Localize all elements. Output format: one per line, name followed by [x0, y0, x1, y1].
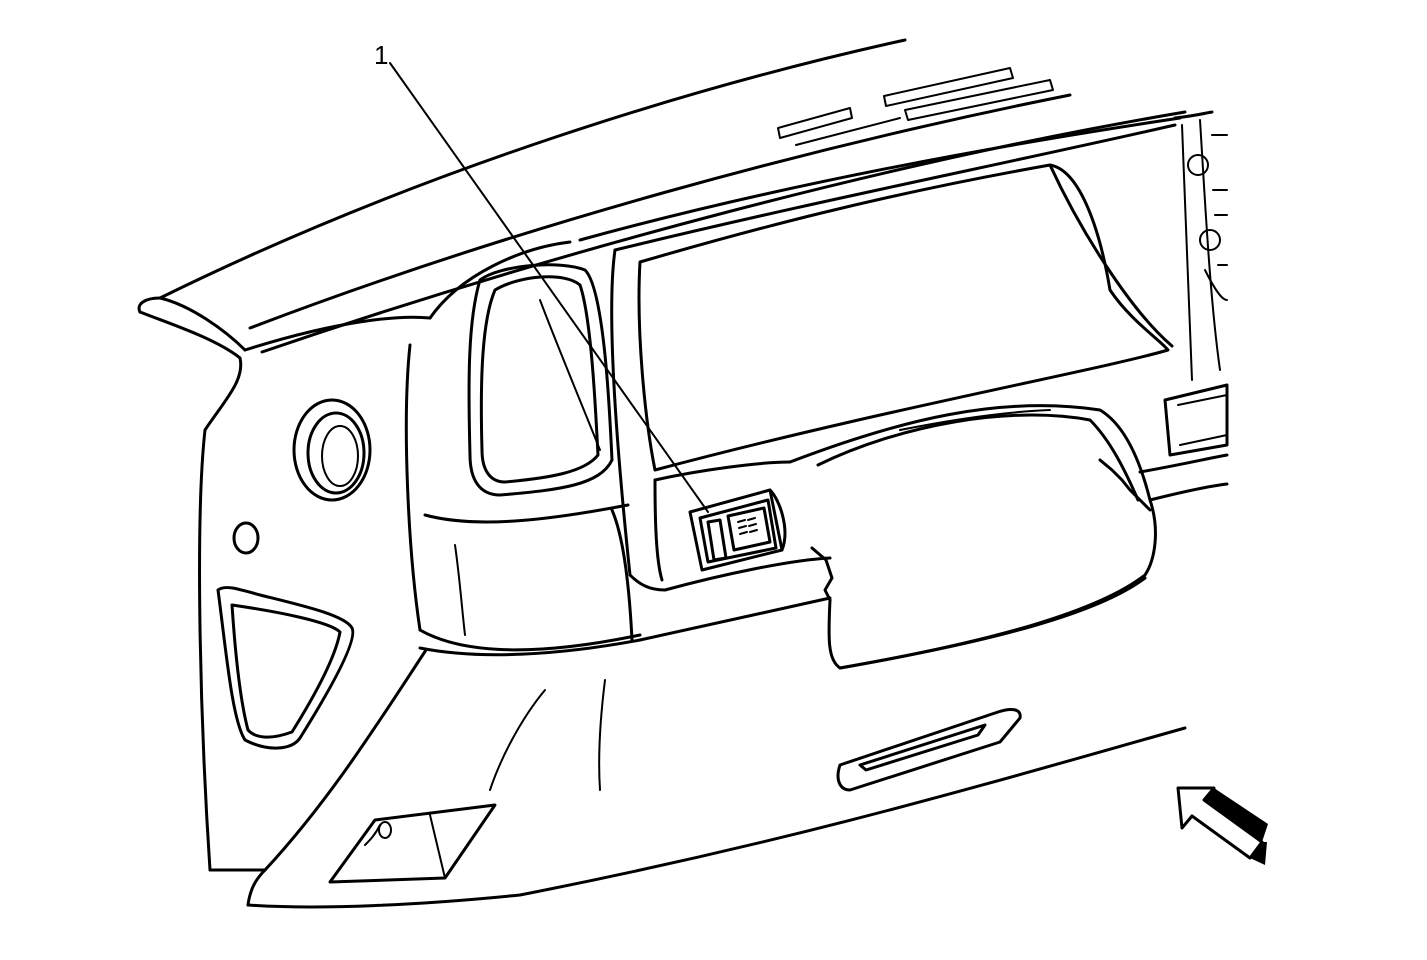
module-connector — [688, 488, 787, 572]
cluster-left-bezel — [404, 240, 642, 652]
callout-1: 1 — [374, 40, 709, 513]
dash-top — [137, 38, 1187, 360]
instrument-cluster — [578, 116, 1182, 592]
left-side-panel — [198, 315, 432, 872]
view-direction-arrow-icon — [1176, 786, 1268, 865]
radio-stack — [1138, 110, 1229, 502]
side-air-vent — [292, 398, 372, 502]
callout-number-1: 1 — [374, 40, 388, 70]
defroster-vents — [777, 67, 1054, 146]
lower-dash — [246, 596, 1187, 909]
center-opening — [788, 404, 1157, 670]
